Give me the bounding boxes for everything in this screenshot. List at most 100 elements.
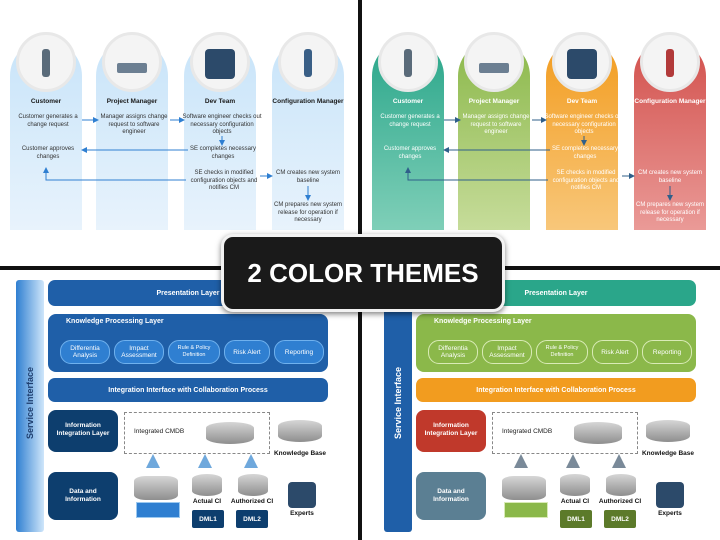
- knowledge-processing-label: Knowledge Processing Layer: [434, 318, 532, 325]
- up-arrow-icon: [146, 454, 160, 468]
- customer-avatar: [378, 32, 438, 92]
- integration-interface-bar: Integration Interface with Collaboration…: [48, 378, 328, 402]
- service-interface-label: Service Interface: [25, 366, 35, 440]
- dml2-box: DML2: [236, 510, 268, 528]
- color-themes-banner: 2 COLOR THEMES: [221, 234, 505, 312]
- cmdb-dashed-box: [492, 412, 638, 454]
- cmdb-cylinder-icon: [206, 422, 254, 444]
- authorized-ci-cylinder-icon: [606, 474, 636, 496]
- up-arrow-icon: [198, 454, 212, 468]
- role-customer: Customer: [30, 98, 62, 105]
- dev-team-avatar: [552, 32, 612, 92]
- integration-interface-bar: Integration Interface with Collaboration…: [416, 378, 696, 402]
- dml1-box: DML1: [560, 510, 592, 528]
- actual-ci-cylinder-icon: [560, 474, 590, 496]
- pill-rule-policy-definition: Rule & Policy Definition: [536, 340, 588, 364]
- architecture-panel-blue: Service Interface Presentation Layer Kno…: [0, 270, 358, 540]
- process-arrows: [43, 117, 311, 201]
- customer-avatar: [16, 32, 76, 92]
- knowledge-processing-label: Knowledge Processing Layer: [66, 318, 164, 325]
- role-dev-team: Dev Team: [204, 98, 236, 105]
- database-cluster-icon: [134, 476, 178, 500]
- database-cluster-icon: [502, 476, 546, 500]
- information-integration-layer: [48, 410, 118, 452]
- manager-avatar: [102, 32, 162, 92]
- information-integration-layer: [416, 410, 486, 452]
- pill-differentia-analysis: Differentia Analysis: [428, 340, 478, 364]
- step-customer-approves: Customer approves changes: [21, 146, 75, 160]
- dev-team-avatar: [190, 32, 250, 92]
- woman-icon: [666, 49, 674, 77]
- desk-icon: [479, 63, 509, 73]
- knowledge-base-cylinder-icon: [278, 420, 322, 442]
- role-dev-team: Dev Team: [566, 98, 598, 105]
- experts-label: Experts: [658, 510, 682, 517]
- knowledge-base-label: Knowledge Base: [273, 450, 326, 457]
- experts-icon: [656, 482, 684, 508]
- person-icon: [404, 49, 412, 77]
- cmdb-label: Integrated CMDB: [134, 428, 185, 435]
- step-se-completes: SE completes necessary changes: [551, 146, 619, 160]
- role-customer: Customer: [392, 98, 424, 105]
- step-customer-generates: Customer generates a change request: [18, 114, 78, 128]
- knowledge-base-cylinder-icon: [646, 420, 690, 442]
- step-cm-creates: CM creates new system baseline: [637, 170, 703, 184]
- step-se-completes: SE completes necessary changes: [189, 146, 257, 160]
- up-arrow-icon: [612, 454, 626, 468]
- woman-icon: [304, 49, 312, 77]
- team-icon: [567, 49, 597, 79]
- team-icon: [205, 49, 235, 79]
- step-manager-assigns: Manager assigns change request to softwa…: [462, 114, 530, 135]
- monitor-icon: [136, 502, 180, 518]
- person-icon: [42, 49, 50, 77]
- process-panel-blue: Customer Project Manager Dev Team Config…: [0, 0, 358, 266]
- manager-avatar: [464, 32, 524, 92]
- up-arrow-icon: [566, 454, 580, 468]
- service-interface-bar: [16, 280, 44, 532]
- process-arrows: [405, 117, 673, 201]
- step-cm-prepares: CM prepares new system release for opera…: [635, 202, 705, 223]
- role-project-manager: Project Manager: [106, 98, 158, 105]
- step-customer-approves: Customer approves changes: [383, 146, 437, 160]
- actual-ci-label: Actual CI: [560, 498, 590, 505]
- role-configuration-manager: Configuration Manager: [634, 98, 706, 105]
- experts-label: Experts: [290, 510, 314, 517]
- service-interface-bar: [384, 280, 412, 532]
- process-panel-multicolor: Customer Project Manager Dev Team Config…: [362, 0, 720, 266]
- step-cm-creates: CM creates new system baseline: [275, 170, 341, 184]
- step-manager-assigns: Manager assigns change request to softwa…: [100, 114, 168, 135]
- pill-risk-alert: Risk Alert: [592, 340, 638, 364]
- cm-avatar: [640, 32, 700, 92]
- cmdb-label: Integrated CMDB: [502, 428, 553, 435]
- monitor-icon: [504, 502, 548, 518]
- data-information-label: Data and Information: [433, 488, 469, 503]
- pill-differentia-analysis: Differentia Analysis: [60, 340, 110, 364]
- pill-impact-assessment: Impact Assessment: [114, 340, 164, 364]
- dml2-box: DML2: [604, 510, 636, 528]
- experts-icon: [288, 482, 316, 508]
- dml1-box: DML1: [192, 510, 224, 528]
- knowledge-base-label: Knowledge Base: [641, 450, 694, 457]
- role-configuration-manager: Configuration Manager: [272, 98, 344, 105]
- step-engineer-checks: Software engineer checks out necessary c…: [182, 114, 262, 135]
- information-integration-label: Information Integration Layer: [424, 422, 478, 437]
- data-information-box: [416, 472, 486, 520]
- authorized-ci-label: Authorized CI: [598, 498, 642, 505]
- pill-reporting: Reporting: [274, 340, 324, 364]
- service-interface-label: Service Interface: [393, 366, 403, 440]
- cmdb-cylinder-icon: [574, 422, 622, 444]
- authorized-ci-label: Authorized CI: [230, 498, 274, 505]
- step-se-checks-in: SE checks in modified configuration obje…: [552, 170, 620, 191]
- up-arrow-icon: [244, 454, 258, 468]
- step-se-checks-in: SE checks in modified configuration obje…: [190, 170, 258, 191]
- desk-icon: [117, 63, 147, 73]
- actual-ci-label: Actual CI: [192, 498, 222, 505]
- pill-risk-alert: Risk Alert: [224, 340, 270, 364]
- role-project-manager: Project Manager: [468, 98, 520, 105]
- pill-impact-assessment: Impact Assessment: [482, 340, 532, 364]
- up-arrow-icon: [514, 454, 528, 468]
- actual-ci-cylinder-icon: [192, 474, 222, 496]
- cmdb-dashed-box: [124, 412, 270, 454]
- step-cm-prepares: CM prepares new system release for opera…: [273, 202, 343, 223]
- pill-reporting: Reporting: [642, 340, 692, 364]
